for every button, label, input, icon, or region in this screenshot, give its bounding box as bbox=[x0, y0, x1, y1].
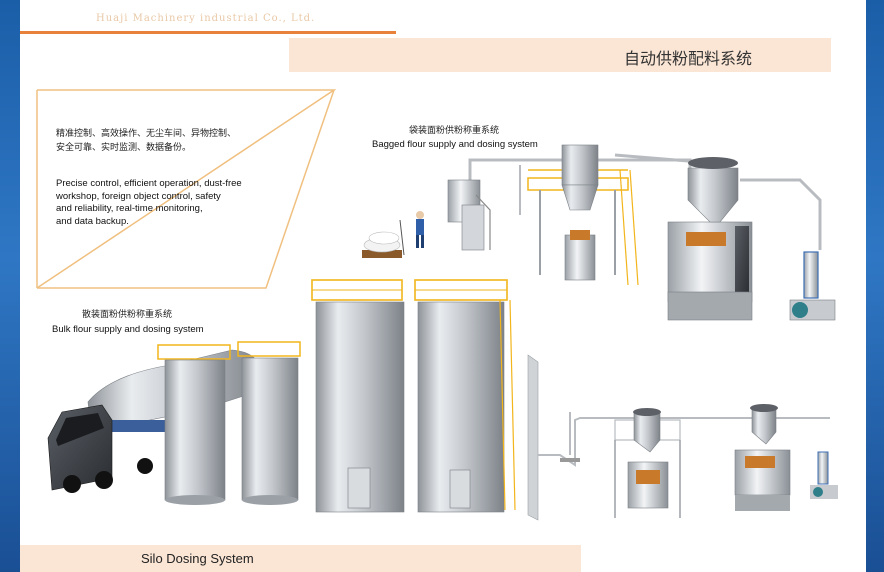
footer-title: Silo Dosing System bbox=[141, 551, 254, 566]
bagged-system bbox=[362, 145, 835, 320]
dosing-units bbox=[560, 404, 838, 518]
footer-band bbox=[20, 545, 581, 572]
